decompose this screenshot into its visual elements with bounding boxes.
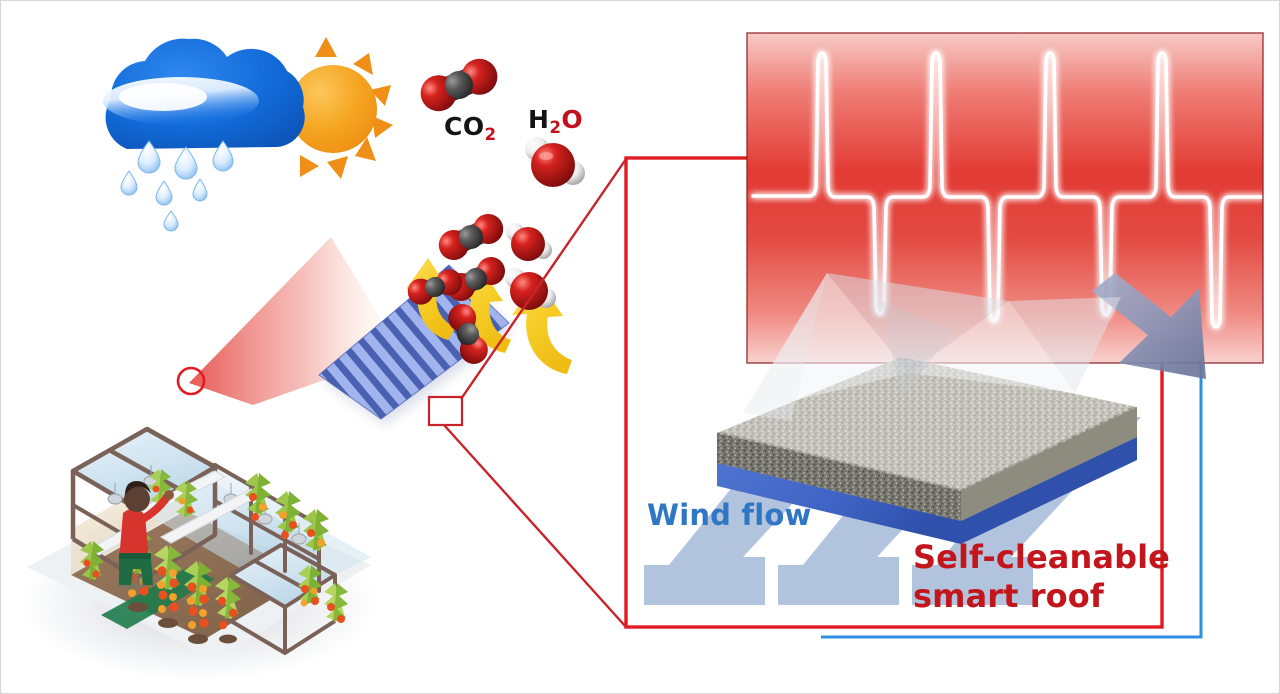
sun-icon [289,37,393,179]
co2-molecule [438,213,504,261]
pyramid-texture-layer [717,273,1137,489]
water-molecule [505,268,556,310]
heat-dissipation-arrow [1092,273,1206,379]
wind-flow-label: Wind flow [647,498,812,532]
multilayer-roof-slab [717,273,1137,544]
greenhouse-illustration [21,426,377,681]
molecule-group [407,58,585,364]
h2o-text-o: O [561,105,584,134]
smart-roof-line-2: smart roof [913,577,1104,616]
co2-text-o: O [462,112,485,141]
zoom-connector-lines [443,158,627,628]
grower-figure [115,481,174,590]
rain-cloud-icon [103,38,305,150]
h2o-label: H2O [528,106,583,137]
h2o-text-sub: 2 [549,117,562,137]
rain-drops [120,140,234,232]
smart-roof-line-1: Self-cleanable [913,538,1170,576]
co2-label: CO2 [444,113,497,144]
co2-molecule [407,269,463,305]
water-molecule [506,223,552,261]
water-molecule [525,137,585,187]
co2-molecule [448,304,488,364]
co2-text-sub: 2 [484,124,497,144]
co2-molecule [420,58,498,112]
smart-roof-label: Self-cleanable smart roof [913,538,1170,616]
co2-text-c: C [444,112,463,141]
zoom-source-rect [427,395,464,427]
weather-icon [103,37,393,232]
h2o-text-h: H [528,105,550,134]
